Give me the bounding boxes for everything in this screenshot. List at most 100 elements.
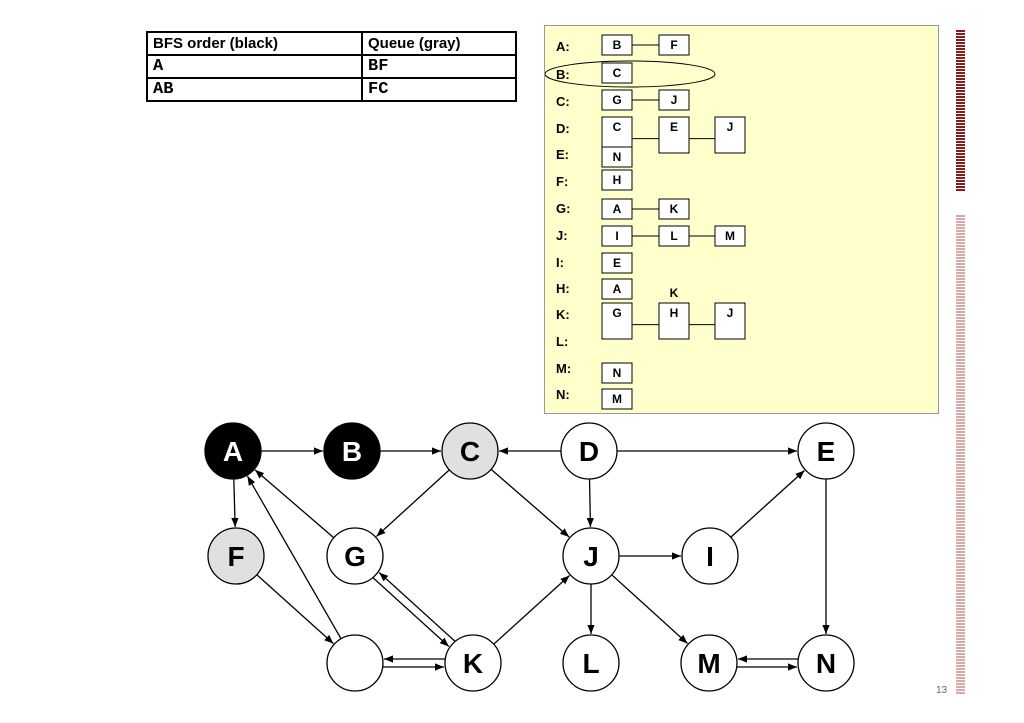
adjacency-box-label: J	[671, 93, 678, 107]
table-row: A BF	[146, 54, 517, 79]
node-m: M	[680, 634, 738, 692]
edge-k-j	[493, 574, 570, 645]
decorative-stripe-dark	[956, 30, 965, 192]
cell-queue: BF	[361, 54, 517, 79]
adjacency-box-label: J	[727, 306, 734, 320]
header-queue: Queue (gray)	[361, 31, 517, 56]
edge-g-a	[254, 469, 335, 539]
cell-bfs-order: A	[146, 54, 363, 79]
adjacency-box-label: K	[670, 202, 679, 216]
cell-queue: FC	[361, 77, 517, 102]
node-label: J	[583, 541, 599, 572]
node-j: J	[562, 527, 620, 585]
adjacency-row-label: N:	[556, 387, 570, 402]
adjacency-row-label: H:	[556, 281, 570, 296]
node-layer: A B C D E F G J I K L M N	[204, 422, 855, 692]
adjacency-box	[658, 34, 690, 56]
adjacency-box-label: H	[613, 173, 622, 187]
node-n: N	[797, 634, 855, 692]
graph-diagram: A B C D E F G J I K L M N	[204, 422, 855, 692]
node-k: K	[444, 634, 502, 692]
node-circle	[562, 527, 620, 585]
edge-i-e	[730, 469, 805, 538]
header-bfs-order: BFS order (black)	[146, 31, 363, 56]
adjacency-floating-label: K	[670, 286, 679, 300]
edge-f-h	[256, 574, 334, 645]
adjacency-box	[658, 89, 690, 111]
edge-j-m	[611, 574, 688, 645]
edge-d-j	[586, 478, 594, 528]
adjacency-row-label: B:	[556, 67, 570, 82]
adjacency-row-label: A:	[556, 39, 570, 54]
adjacency-box	[658, 198, 690, 220]
node-label: L	[582, 648, 599, 679]
node-d: D	[560, 422, 618, 480]
node-c: C	[441, 422, 499, 480]
node-a: A	[204, 422, 262, 480]
adjacency-box	[601, 388, 633, 410]
adjacency-box-label: M	[612, 392, 622, 406]
adjacency-box-label: G	[612, 93, 621, 107]
adjacency-box-label: N	[613, 150, 622, 164]
node-label: I	[706, 541, 714, 572]
node-label: A	[223, 436, 243, 467]
adjacency-box	[601, 252, 633, 274]
adjacency-box-label: E	[613, 256, 621, 270]
edge-a-f	[231, 478, 239, 528]
adjacency-box-label: E	[670, 120, 678, 134]
node-h	[326, 634, 384, 692]
node-circle	[444, 634, 502, 692]
adjacency-box	[714, 225, 746, 247]
adjacency-row-label: D:	[556, 121, 570, 136]
adjacency-box	[601, 62, 633, 84]
node-circle	[562, 634, 620, 692]
node-circle	[207, 527, 265, 585]
adjacency-box-label: G	[612, 306, 621, 320]
edge-h-a	[246, 475, 342, 640]
edge-k-g	[378, 572, 456, 642]
node-label: E	[817, 436, 836, 467]
node-circle	[326, 527, 384, 585]
adjacency-box-label: I	[615, 229, 618, 243]
adjacency-box	[714, 116, 746, 154]
adjacency-box-label: M	[725, 229, 735, 243]
adjacency-row-label: M:	[556, 361, 571, 376]
adjacency-box-label: A	[613, 202, 622, 216]
page-number: 13	[936, 685, 948, 696]
node-label: K	[463, 648, 483, 679]
node-circle	[680, 634, 738, 692]
node-circle	[560, 422, 618, 480]
edge-c-g	[375, 469, 450, 537]
adjacency-row-label: J:	[556, 228, 568, 243]
adjacency-box	[714, 302, 746, 340]
node-circle	[797, 634, 855, 692]
node-circle	[204, 422, 262, 480]
node-label: F	[227, 541, 244, 572]
adjacency-box-label: H	[670, 306, 679, 320]
table-header-row: BFS order (black) Queue (gray)	[146, 31, 517, 56]
edge-layer	[231, 447, 830, 671]
node-circle	[326, 634, 384, 692]
node-label: C	[460, 436, 480, 467]
highlight-ellipse	[545, 60, 716, 88]
edge-g-k	[372, 577, 450, 647]
adjacency-box	[601, 362, 633, 384]
node-i: I	[681, 527, 739, 585]
decorative-stripe-light	[956, 215, 965, 695]
adjacency-row-label: K:	[556, 307, 570, 322]
node-b: B	[323, 422, 381, 480]
node-circle	[681, 527, 739, 585]
adjacency-box-label: F	[670, 38, 677, 52]
node-circle	[797, 422, 855, 480]
node-f: F	[207, 527, 265, 585]
node-g: G	[326, 527, 384, 585]
adjacency-row-label: L:	[556, 334, 568, 349]
node-circle	[441, 422, 499, 480]
node-e: E	[797, 422, 855, 480]
adjacency-box	[658, 116, 690, 154]
adjacency-box	[601, 169, 633, 191]
adjacency-box-label: B	[613, 38, 622, 52]
node-label: N	[816, 648, 836, 679]
